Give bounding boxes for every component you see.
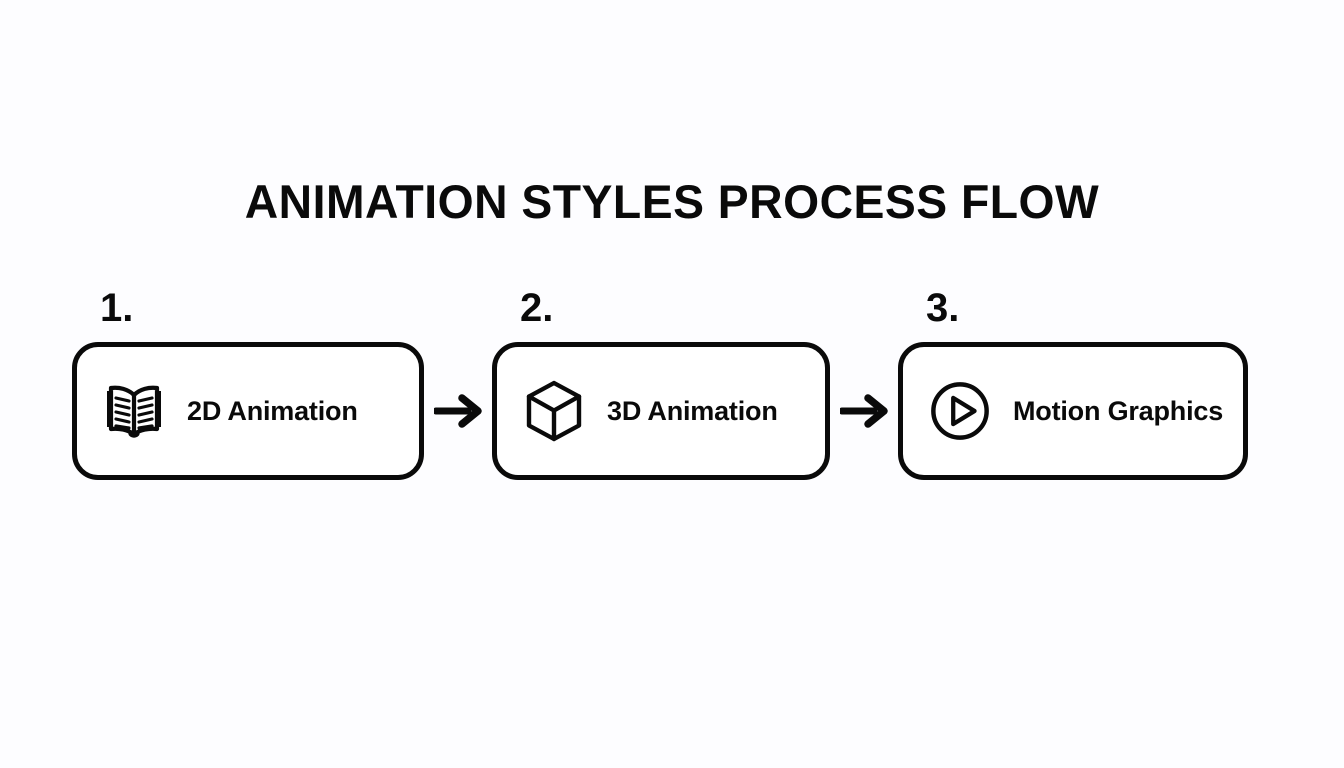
play-circle-icon <box>929 380 991 442</box>
flow-step-1[interactable]: 1. <box>72 288 424 480</box>
arrow-right-icon-2 <box>830 288 898 480</box>
cube-icon <box>523 380 585 442</box>
open-book-icon <box>103 380 165 442</box>
step-number-3: 3. <box>926 286 960 330</box>
flow-card-3[interactable]: Motion Graphics <box>898 342 1248 480</box>
process-flow: 1. <box>72 288 1272 488</box>
flow-step-2[interactable]: 2. 3D Animation <box>492 288 830 480</box>
flow-card-label-2: 3D Animation <box>607 395 778 426</box>
flow-card-label-1: 2D Animation <box>187 395 358 426</box>
flow-card-label-3: Motion Graphics <box>1013 395 1224 426</box>
flow-card-1[interactable]: 2D Animation <box>72 342 424 480</box>
step-number-2: 2. <box>520 286 554 330</box>
flow-step-3[interactable]: 3. Motion Graphics <box>898 288 1248 480</box>
flow-card-2[interactable]: 3D Animation <box>492 342 830 480</box>
step-number-1: 1. <box>100 286 134 330</box>
page-title: ANIMATION STYLES PROCESS FLOW <box>244 175 1100 228</box>
arrow-right-icon-1 <box>424 288 492 480</box>
